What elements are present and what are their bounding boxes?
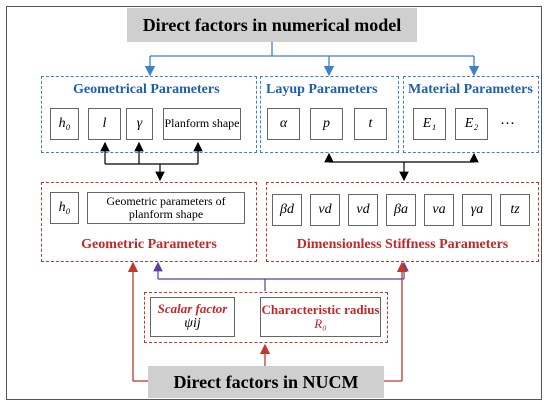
scalar-factor-cell: Scalar factor ψij [150,297,235,337]
purple-connectors [153,261,409,291]
characteristic-radius-cell: Characteristic radius R₀ [260,297,381,337]
dimensionless-cell-6: γa [462,194,492,226]
outer-frame [6,6,542,400]
geometric-title: Geometric Parameters [81,237,217,252]
layup-title: Layup Parameters [266,82,378,97]
planform-shape-cell: Planform shape [163,108,241,140]
dimensionless-cell-1: βd [272,194,302,226]
characteristic-radius-symbol: R₀ [314,316,327,331]
geometric-group [41,182,257,262]
dimensionless-title: Dimensionless Stiffness Parameters [296,237,509,252]
geometric-cell-h0: h₀ [50,192,79,224]
layup-cell-t: t [354,108,387,140]
material-cell-e2: E₂ [455,108,488,140]
geometrical-cell-gamma: γ [126,108,153,140]
layup-group [260,76,399,153]
dimensionless-group [266,182,539,262]
layup-cell-alpha: α [267,108,300,140]
material-title: Material Parameters [408,82,533,97]
planform-params-cell: Geometric parameters of planform shape [87,192,245,224]
top-title-box: Direct factors in numerical model [127,8,417,42]
black-connectors-left [100,141,203,182]
dimensionless-cell-5: va [424,194,454,226]
material-group [403,76,539,153]
top-title: Direct factors in numerical model [142,14,402,35]
geometrical-title: Geometrical Parameters [73,82,220,97]
bottom-title-box: Direct factors in NUCM [148,366,384,398]
blue-connectors [144,42,480,77]
scalar-factor-symbol: ψij [184,316,201,332]
dimensionless-cell-2: vd [310,194,340,226]
dimensionless-cell-4: βa [386,194,416,226]
geometrical-cell-h0: h₀ [50,108,79,140]
material-cell-e1: E₁ [413,108,446,140]
dimensionless-cell-3: vd [348,194,378,226]
geometrical-cell-l: l [88,108,121,140]
geometrical-group [41,76,257,153]
nucm-inner-group [144,292,388,343]
layup-cell-p: p [310,108,343,140]
characteristic-radius-label: Characteristic radius [261,301,380,317]
bottom-title: Direct factors in NUCM [173,371,359,392]
material-ellipsis: ··· [500,116,515,132]
red-connectors [127,261,408,382]
dimensionless-cell-7: tz [500,194,530,226]
black-connectors-right [324,152,479,182]
scalar-factor-label: Scalar factor [157,301,228,317]
